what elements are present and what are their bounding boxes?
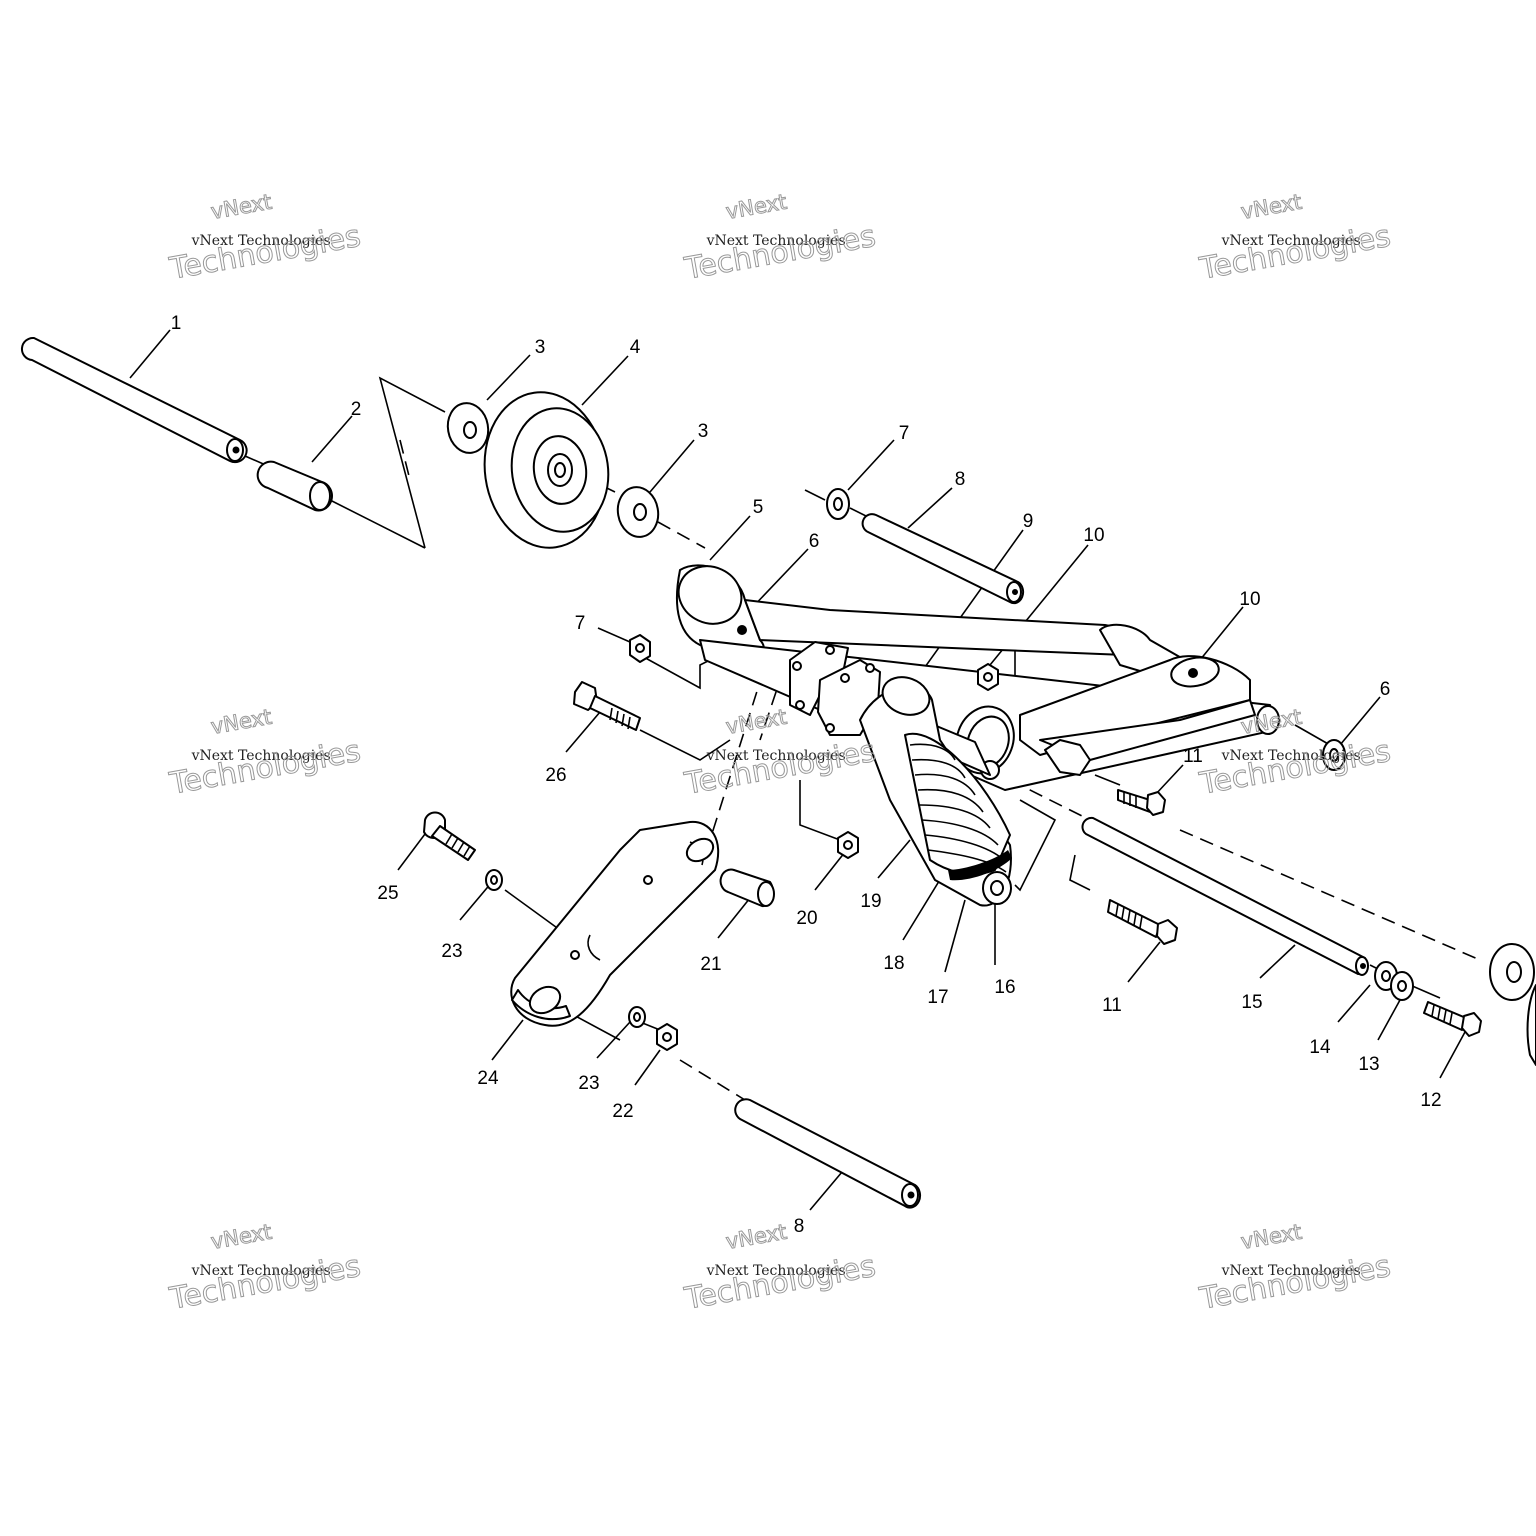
part-21-bushing (719, 868, 775, 908)
svg-text:vNext: vNext (1239, 190, 1304, 224)
svg-text:Technologies: Technologies (1196, 734, 1393, 802)
callout-number: 8 (794, 1216, 805, 1237)
svg-text:vNext Technologies: vNext Technologies (706, 748, 846, 764)
part-8-shaft (861, 513, 1025, 605)
callout-number: 16 (994, 977, 1015, 998)
callout-number: 2 (351, 399, 362, 420)
part-10-nut (629, 634, 651, 663)
svg-text:vNext Technologies: vNext Technologies (706, 1263, 846, 1279)
svg-text:vNext Technologies: vNext Technologies (191, 748, 331, 764)
callout-number: 6 (809, 531, 820, 552)
callout-number: 4 (630, 337, 641, 358)
part-24-link-arm (510, 820, 720, 1027)
callout-number: 23 (578, 1073, 599, 1094)
svg-text:Technologies: Technologies (681, 219, 878, 287)
callout-number: 1 (171, 313, 182, 334)
svg-text:vNext Technologies: vNext Technologies (706, 233, 846, 249)
part-23-washer (485, 869, 503, 891)
part-20-nut (837, 831, 859, 859)
part-1-shaft (20, 336, 248, 464)
part-3-washer-2 (616, 486, 660, 538)
callout-number: 11 (1102, 995, 1122, 1016)
part-7-washer (826, 488, 850, 520)
callout-number: 3 (698, 421, 709, 442)
svg-text:vNext: vNext (724, 190, 789, 224)
svg-text:vNext: vNext (209, 190, 274, 224)
part-4-wheel (483, 391, 610, 549)
svg-text:Technologies: Technologies (166, 734, 363, 802)
part-3-washer (446, 402, 490, 454)
part-18-shock-boot (904, 732, 1011, 876)
callout-number: 12 (1420, 1090, 1441, 1111)
callout-number: 25 (377, 883, 398, 904)
callout-number: 11 (1183, 746, 1203, 767)
callout-number: 7 (899, 423, 910, 444)
svg-text:vNext Technologies: vNext Technologies (191, 233, 331, 249)
callout-number: 21 (700, 954, 721, 975)
callout-number: 20 (796, 908, 817, 929)
svg-text:vNext: vNext (209, 1220, 274, 1254)
svg-text:vNext Technologies: vNext Technologies (1221, 748, 1361, 764)
part-23-washer-2 (628, 1006, 646, 1028)
callout-number: 5 (753, 497, 764, 518)
svg-text:Technologies: Technologies (681, 1249, 878, 1317)
svg-text:Technologies: Technologies (681, 734, 878, 802)
part-11-bolt (1117, 789, 1166, 816)
callout-number: 24 (477, 1068, 499, 1089)
callout-number: 10 (1239, 589, 1260, 610)
part-17-shock-ring (948, 850, 1012, 881)
callout-number: 19 (860, 891, 881, 912)
callout-number: 14 (1309, 1037, 1331, 1058)
callout-number: 15 (1241, 992, 1262, 1013)
part-26-bolt (573, 681, 641, 731)
part-15-shaft (1081, 816, 1369, 976)
callout-number: 9 (1023, 511, 1034, 532)
part-10-nut-2 (977, 663, 999, 691)
callout-number: 10 (1083, 525, 1104, 546)
callout-number: 6 (1380, 679, 1391, 700)
part-8-shaft-2 (734, 1098, 922, 1209)
callout-number: 8 (955, 469, 966, 490)
svg-text:vNext: vNext (724, 705, 789, 739)
svg-text:vNext: vNext (209, 705, 274, 739)
callout-number: 18 (883, 953, 904, 974)
svg-text:vNext Technologies: vNext Technologies (1221, 233, 1361, 249)
part-16-shock-eye (982, 871, 1012, 905)
part-25-bolt (423, 811, 476, 861)
svg-text:vNext Technologies: vNext Technologies (1221, 1263, 1361, 1279)
part-22-nut (656, 1023, 678, 1051)
callout-number: 13 (1358, 1054, 1379, 1075)
part-12-bolt (1423, 1001, 1482, 1037)
svg-text:vNext Technologies: vNext Technologies (191, 1263, 331, 1279)
callout-number: 7 (575, 613, 586, 634)
part-7-washer-2 (1322, 739, 1346, 771)
svg-text:Technologies: Technologies (1196, 219, 1393, 287)
callout-number: 3 (535, 337, 546, 358)
part-13-washer (1390, 971, 1414, 1001)
part-2-spacer (256, 460, 333, 512)
svg-text:vNext: vNext (1239, 1220, 1304, 1254)
callout-number: 22 (612, 1101, 633, 1122)
callout-number: 23 (441, 941, 462, 962)
svg-text:Technologies: Technologies (166, 1249, 363, 1317)
svg-text:vNext: vNext (724, 1220, 789, 1254)
wheel-partial-right (1489, 943, 1536, 1066)
part-11-bolt-2 (1107, 899, 1178, 945)
svg-text:Technologies: Technologies (166, 219, 363, 287)
svg-text:Technologies: Technologies (1196, 1249, 1393, 1317)
callout-number: 17 (927, 987, 948, 1008)
callout-number: 26 (545, 765, 566, 786)
